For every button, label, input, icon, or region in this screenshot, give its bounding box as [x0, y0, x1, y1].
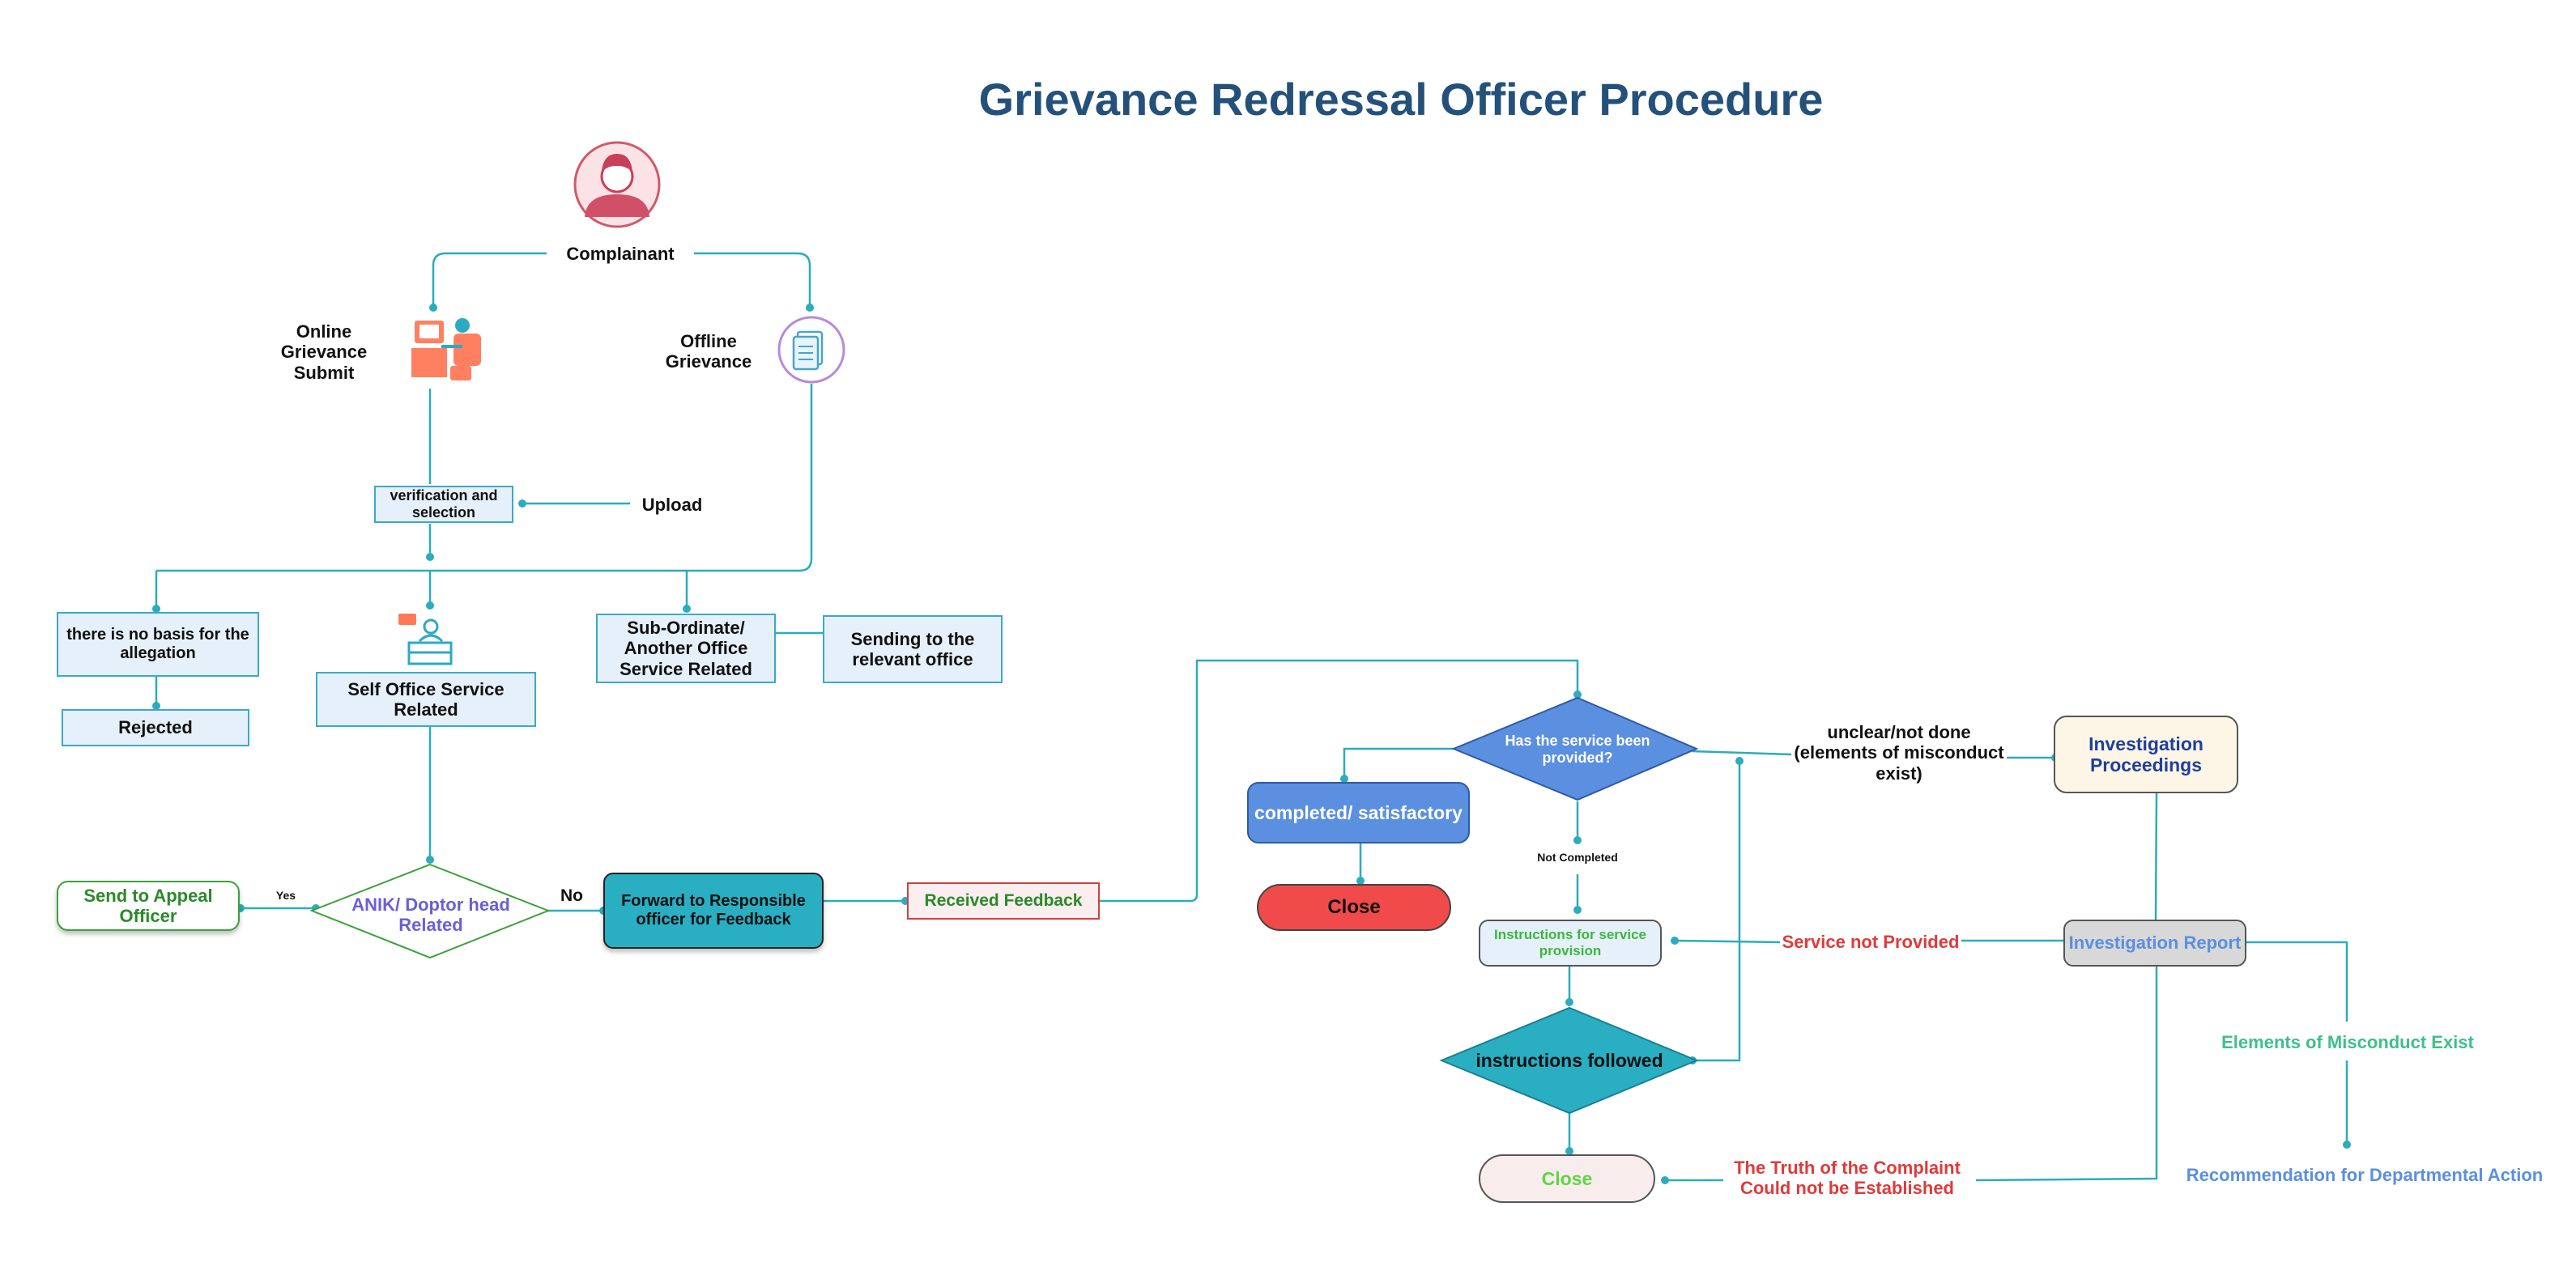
- received-feedback-node[interactable]: Received Feedback: [907, 882, 1100, 920]
- instructions-node[interactable]: Instructions for service provision: [1479, 920, 1662, 967]
- connector-received-hasservice: [1100, 659, 1582, 903]
- connector-complainant-offline: [694, 252, 814, 312]
- edge-label-no: No: [560, 886, 583, 905]
- person-avatar-icon: [573, 141, 661, 228]
- connector-complainant-online: [429, 252, 547, 312]
- connector-proceedings-report: [2154, 792, 2158, 922]
- anik-node-label: ANIK/ Doptor head Related: [351, 894, 510, 935]
- connector-offline-bus: [156, 384, 813, 572]
- completed-node[interactable]: completed/ satisfactory: [1247, 782, 1470, 843]
- connector-serviceNotProvided-instructions: [1671, 937, 1781, 945]
- truth-label: The Truth of the Complaint Could not be …: [1734, 1157, 1961, 1198]
- has-service-label: Has the service been provided?: [1505, 733, 1650, 766]
- has-service-decision-diamond[interactable]: [1451, 696, 1699, 801]
- self-office-node[interactable]: Self Office Service Related: [316, 672, 536, 727]
- close-node-2[interactable]: Close: [1479, 1154, 1655, 1203]
- edge-label-yes: Yes: [275, 888, 296, 902]
- online-grievance-label: Online Grievance Submit: [280, 321, 368, 383]
- verification-node[interactable]: verification and selection: [374, 486, 513, 523]
- connectors: [152, 252, 2351, 1184]
- appeal-node[interactable]: Send to Appeal Officer: [57, 881, 240, 931]
- service-not-provided-label: Service not Provided: [1782, 932, 1960, 953]
- instructions-followed-label: instructions followed: [1475, 1049, 1663, 1071]
- rejected-node[interactable]: Rejected: [62, 709, 249, 746]
- upload-label: Upload: [641, 495, 703, 516]
- connector-hasservice-unclear: [1692, 750, 1792, 756]
- online-desk-icon: [411, 318, 481, 380]
- page-title: Grievance Redressal Officer Procedure: [978, 74, 1824, 125]
- investigation-report-node[interactable]: Investigation Report: [2063, 920, 2246, 967]
- anik-decision-diamond[interactable]: [309, 863, 551, 959]
- forward-node[interactable]: Forward to Responsible officer for Feedb…: [603, 873, 824, 949]
- offline-grievance-label: Offline Grievance: [665, 330, 752, 372]
- sending-node[interactable]: Sending to the relevant office: [823, 615, 1003, 683]
- connector-report-misconduct: [2246, 941, 2348, 1022]
- office-desk-icon: [398, 614, 453, 665]
- connector-report-truth: [1975, 962, 2158, 1182]
- complainant-label: Complainant: [566, 244, 675, 265]
- close-node-1[interactable]: Close: [1257, 884, 1451, 931]
- connector-followed-hasservice: [1688, 757, 1744, 1064]
- instructions-followed-decision-diamond[interactable]: [1439, 1006, 1699, 1115]
- document-icon: [777, 316, 845, 384]
- subordinate-node[interactable]: Sub-Ordinate/ Another Office Service Rel…: [596, 614, 776, 683]
- connector-hasservice-completed: [1340, 747, 1454, 783]
- unclear-label: unclear/not done (elements of misconduct…: [1794, 722, 2004, 784]
- no-basis-node[interactable]: there is no basis for the allegation: [57, 612, 259, 677]
- recommendation-label: Recommendation for Departmental Action: [2186, 1165, 2544, 1186]
- investigation-proceedings-node[interactable]: Investigation Proceedings: [2054, 716, 2238, 793]
- not-completed-label: Not Completed: [1537, 850, 1618, 864]
- misconduct-label: Elements of Misconduct Exist: [2221, 1032, 2474, 1053]
